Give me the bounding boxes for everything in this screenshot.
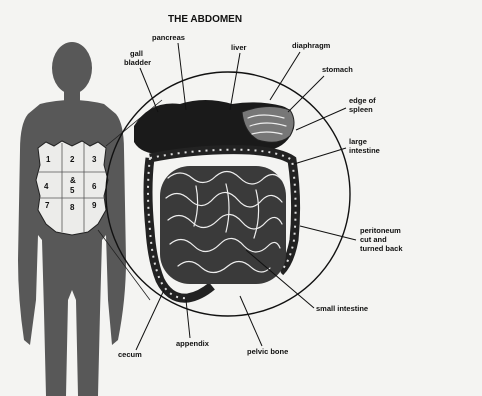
label-large-intestine-2: intestine [349, 146, 380, 155]
label-diaphragm: diaphragm [292, 41, 331, 50]
region-2: 2 [70, 155, 75, 164]
label-small-intestine: small intestine [316, 304, 368, 313]
label-peritoneum-3: turned back [360, 244, 403, 253]
label-pancreas: pancreas [152, 33, 185, 42]
label-pelvic-bone: pelvic bone [247, 347, 288, 356]
label-cecum: cecum [118, 350, 142, 359]
region-3: 3 [92, 155, 97, 164]
label-liver: liver [231, 43, 247, 52]
label-peritoneum-1: peritoneum [360, 226, 401, 235]
label-spleen-1: edge of [349, 96, 376, 105]
region-6: 6 [92, 182, 97, 191]
label-gall-bladder-2: bladder [124, 58, 151, 67]
label-peritoneum-2: cut and [360, 235, 387, 244]
region-9: 9 [92, 201, 97, 210]
diagram-title: THE ABDOMEN [168, 14, 242, 25]
region-5: 5 [70, 186, 75, 195]
small-intestine-coils [160, 166, 286, 284]
label-stomach: stomach [322, 65, 353, 74]
label-appendix: appendix [176, 339, 210, 348]
region-1: 1 [46, 155, 51, 164]
label-spleen-2: spleen [349, 105, 373, 114]
abdominal-organs [134, 100, 296, 298]
region-8: 8 [70, 203, 75, 212]
label-large-intestine-1: large [349, 137, 367, 146]
label-gall-bladder-1: gall [130, 49, 143, 58]
region-7: 7 [45, 201, 50, 210]
region-ampersand: & [70, 176, 76, 185]
region-4: 4 [44, 182, 49, 191]
